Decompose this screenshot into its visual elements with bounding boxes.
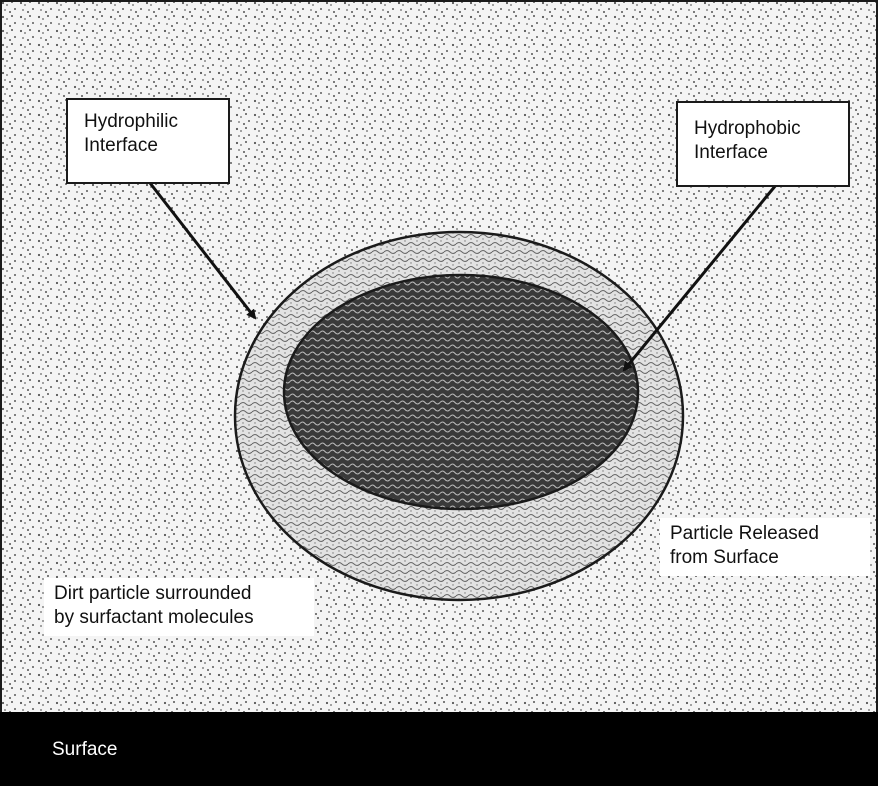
dirt-line-2: by surfactant molecules: [54, 606, 304, 630]
hydrophobic-interface-label: Hydrophobic Interface: [676, 101, 850, 187]
hydrophobic-line-1: Hydrophobic: [694, 117, 832, 141]
dirt-particle-core: [284, 275, 638, 509]
released-line-2: from Surface: [670, 546, 860, 570]
hydrophobic-line-2: Interface: [694, 141, 832, 165]
dirt-particle-label: Dirt particle surrounded by surfactant m…: [44, 578, 314, 636]
hydrophilic-interface-label: Hydrophilic Interface: [66, 98, 230, 184]
surface-band: [0, 712, 878, 786]
particle-released-label: Particle Released from Surface: [660, 518, 870, 576]
hydrophilic-line-1: Hydrophilic: [84, 110, 212, 134]
hydrophilic-line-2: Interface: [84, 134, 212, 158]
surface-label: Surface: [52, 738, 117, 762]
dirt-line-1: Dirt particle surrounded: [54, 582, 304, 606]
released-line-1: Particle Released: [670, 522, 860, 546]
